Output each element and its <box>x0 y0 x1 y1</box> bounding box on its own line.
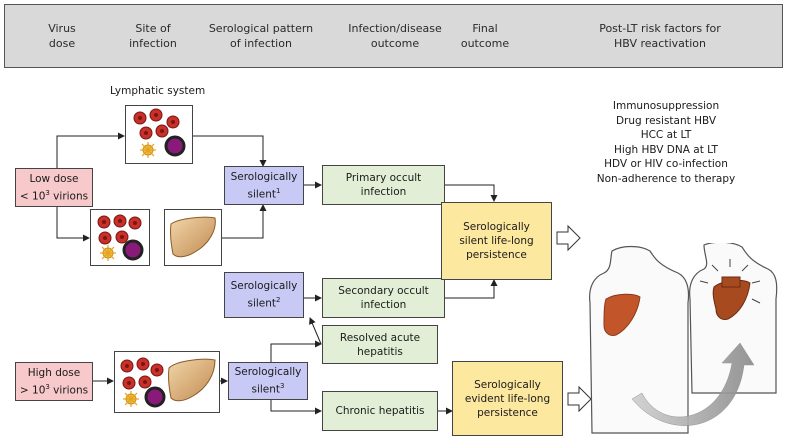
header-infection-outcome: Infection/disease outcome <box>348 22 442 50</box>
high-dose-virions: > 103 virions <box>19 382 89 397</box>
blood-cells-icon <box>97 214 144 261</box>
risk-factor-item: Immunosuppression <box>612 100 720 112</box>
column-header-bar: Virus dose Site of infection Serological… <box>4 4 783 68</box>
chronic-hepatitis-box: Chronic hepatitis <box>322 391 438 431</box>
header-virus-dose: Virus dose <box>48 22 76 50</box>
low-dose-box: Low dose < 103 virions <box>15 168 93 207</box>
silent3-line2: silent3 <box>251 382 285 396</box>
lymphatic-cells-image <box>125 105 193 164</box>
risk-factor-item: HDV or HIV co-infection <box>604 158 728 170</box>
risk-factor-item: Drug resistant HBV <box>615 114 717 127</box>
final-evident-persistence-box: Serologically evident life-long persiste… <box>452 361 563 436</box>
resolved-acute-hepatitis-box: Resolved acute hepatitis <box>322 325 438 364</box>
serologically-silent-3-box: Serologically silent3 <box>228 362 308 400</box>
risk-factor-item: High HBV DNA at LT <box>614 143 718 156</box>
blood-cells-icon <box>133 108 186 158</box>
high-dose-box: High dose > 103 virions <box>15 362 93 401</box>
silent3-line1: Serologically <box>234 366 302 379</box>
header-final-outcome: Final outcome <box>460 22 510 50</box>
high-dose-label: High dose <box>27 366 81 379</box>
liver-icon <box>170 216 216 258</box>
transplant-torso-illustration <box>589 243 778 434</box>
torso-after-icon <box>689 243 778 394</box>
header-site-of-infection: Site of infection <box>129 22 177 50</box>
lymphatic-system-label: Lymphatic system <box>110 85 206 97</box>
liver-left-icon <box>603 293 641 336</box>
final-silent-persistence-box: Serologically silent life-long persisten… <box>441 202 552 280</box>
risk-factor-item: Non-adherence to therapy <box>596 172 736 185</box>
liver-right-icon <box>712 279 751 320</box>
primary-occult-infection-box: Primary occult infection <box>322 165 445 205</box>
secondary-occult-infection-box: Secondary occult infection <box>322 278 445 318</box>
liver-image <box>164 209 222 266</box>
blood-cells-image <box>90 209 150 266</box>
cells-and-liver-image <box>114 351 220 413</box>
risk-factor-item: HCC at LT <box>640 129 692 141</box>
risk-factors-list: Immunosuppression Drug resistant HBV HCC… <box>586 99 746 186</box>
low-dose-label: Low dose <box>29 172 79 185</box>
silent2-line2: silent2 <box>247 296 281 310</box>
low-dose-virions: < 103 virions <box>19 188 89 203</box>
burst-lines-icon <box>699 259 761 304</box>
cells-and-liver-icon <box>120 357 216 408</box>
header-serological-pattern: Serological pattern of infection <box>208 22 314 50</box>
serologically-silent-1-box: Serologically silent1 <box>224 166 304 205</box>
hollow-arrow-icon <box>556 224 592 413</box>
header-risk-factors: Post-LT risk factors for HBV reactivatio… <box>599 22 721 50</box>
silent2-line1: Serologically <box>230 280 298 293</box>
silent1-line1: Serologically <box>230 170 298 183</box>
silent1-line2: silent1 <box>247 186 281 201</box>
serologically-silent-2-box: Serologically silent2 <box>224 272 304 318</box>
curved-arrow-icon <box>631 342 755 426</box>
torso-before-icon <box>589 245 690 434</box>
